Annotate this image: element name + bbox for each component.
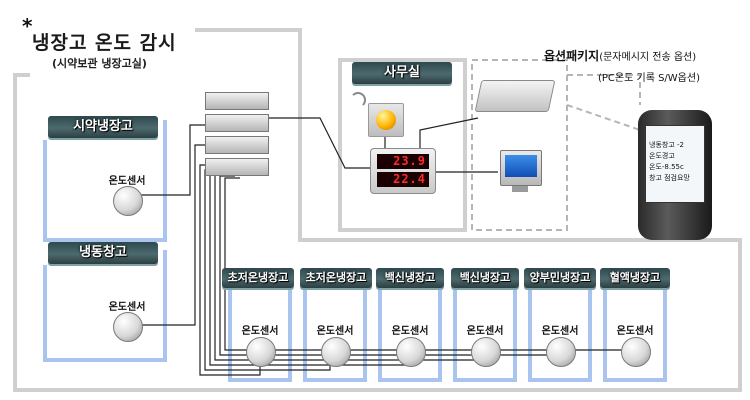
controller-unit-1 (205, 92, 269, 110)
temperature-sensor-icon (396, 337, 426, 367)
room-banner-freezer: 냉동창고 (48, 242, 158, 264)
room-banner-bottom-5: 양부민냉장고 (524, 268, 596, 288)
office-frame (338, 58, 467, 232)
temperature-sensor-icon (113, 186, 143, 216)
option-package-title: 옵션패키지(문자메시지 전송 옵션) (544, 49, 697, 63)
phone-line-2: 온도경고 (649, 152, 675, 160)
phone-line-4: 창고 점검요망 (649, 174, 690, 182)
option-to-phone-link (567, 74, 641, 105)
temperature-sensor-icon (471, 337, 501, 367)
room-banner-bottom-2: 초저온냉장고 (300, 268, 372, 288)
phone-line-1: 냉동창고 -2 (649, 141, 684, 149)
controller-bank (205, 92, 270, 182)
controller-unit-4 (205, 158, 269, 176)
sensor-label-reagent: 온도센서 (108, 176, 146, 187)
temperature-sensor-icon (113, 312, 143, 342)
display-to-modem (419, 117, 479, 148)
controller-unit-3 (205, 136, 269, 154)
bottom-room-frames (228, 290, 667, 382)
temperature-sensor-icon (321, 337, 351, 367)
room-banner-bottom-6: 혈액냉장고 (600, 268, 670, 288)
option-frame (471, 59, 568, 231)
page-title: 냉장고 온도 감시 (32, 32, 177, 54)
option-package-note: (문자메시지 전송 옵션) (599, 52, 697, 63)
bus-wire (268, 117, 372, 169)
sensor-label-bottom-2: 온도센서 (316, 326, 354, 337)
room-frame-freezer (43, 250, 167, 362)
display-reading-2: 22.4 (377, 172, 429, 187)
room-banner-bottom-1: 초저온냉장고 (222, 268, 294, 288)
temperature-display: 23.9 22.4 (370, 148, 436, 194)
option-to-phone-link-2 (566, 104, 641, 131)
sms-modem-icon (474, 80, 556, 112)
outer-frame (13, 28, 742, 392)
phone-line-3: 온도-8.55c (649, 163, 684, 171)
room-frame-reagent (43, 120, 167, 242)
controller-unit-2 (205, 114, 269, 132)
sensor-label-bottom-3: 온도센서 (391, 326, 429, 337)
temperature-sensor-icon (246, 337, 276, 367)
office-banner: 사무실 (352, 62, 452, 84)
room-banner-bottom-3: 백신냉장고 (376, 268, 444, 288)
sensor-label-bottom-1: 온도센서 (241, 326, 279, 337)
temperature-sensor-icon (621, 337, 651, 367)
pc-stand-icon (512, 186, 528, 192)
alarm-lamp-icon (368, 103, 404, 137)
wireless-icon (350, 92, 366, 108)
option-package-sub: (PC온도 기록 S/W옵션) (598, 73, 700, 84)
sensor-label-freezer: 온도센서 (108, 302, 146, 313)
sensor-label-bottom-5: 온도센서 (541, 326, 579, 337)
sensor-label-bottom-6: 온도센서 (616, 326, 654, 337)
page-subtitle: (시약보관 냉장고실) (52, 57, 147, 70)
sensor-label-bottom-4: 온도센서 (466, 326, 504, 337)
temperature-sensor-icon (546, 337, 576, 367)
title-star: * (22, 14, 33, 38)
room-banner-reagent: 시약냉장고 (48, 116, 158, 138)
room-banner-bottom-4: 백신냉장고 (451, 268, 519, 288)
display-reading-1: 23.9 (377, 154, 429, 169)
phone-screen: 냉동창고 -2 온도경고 온도-8.55c 창고 점검요망 (645, 125, 705, 203)
pc-monitor-icon (500, 150, 542, 186)
